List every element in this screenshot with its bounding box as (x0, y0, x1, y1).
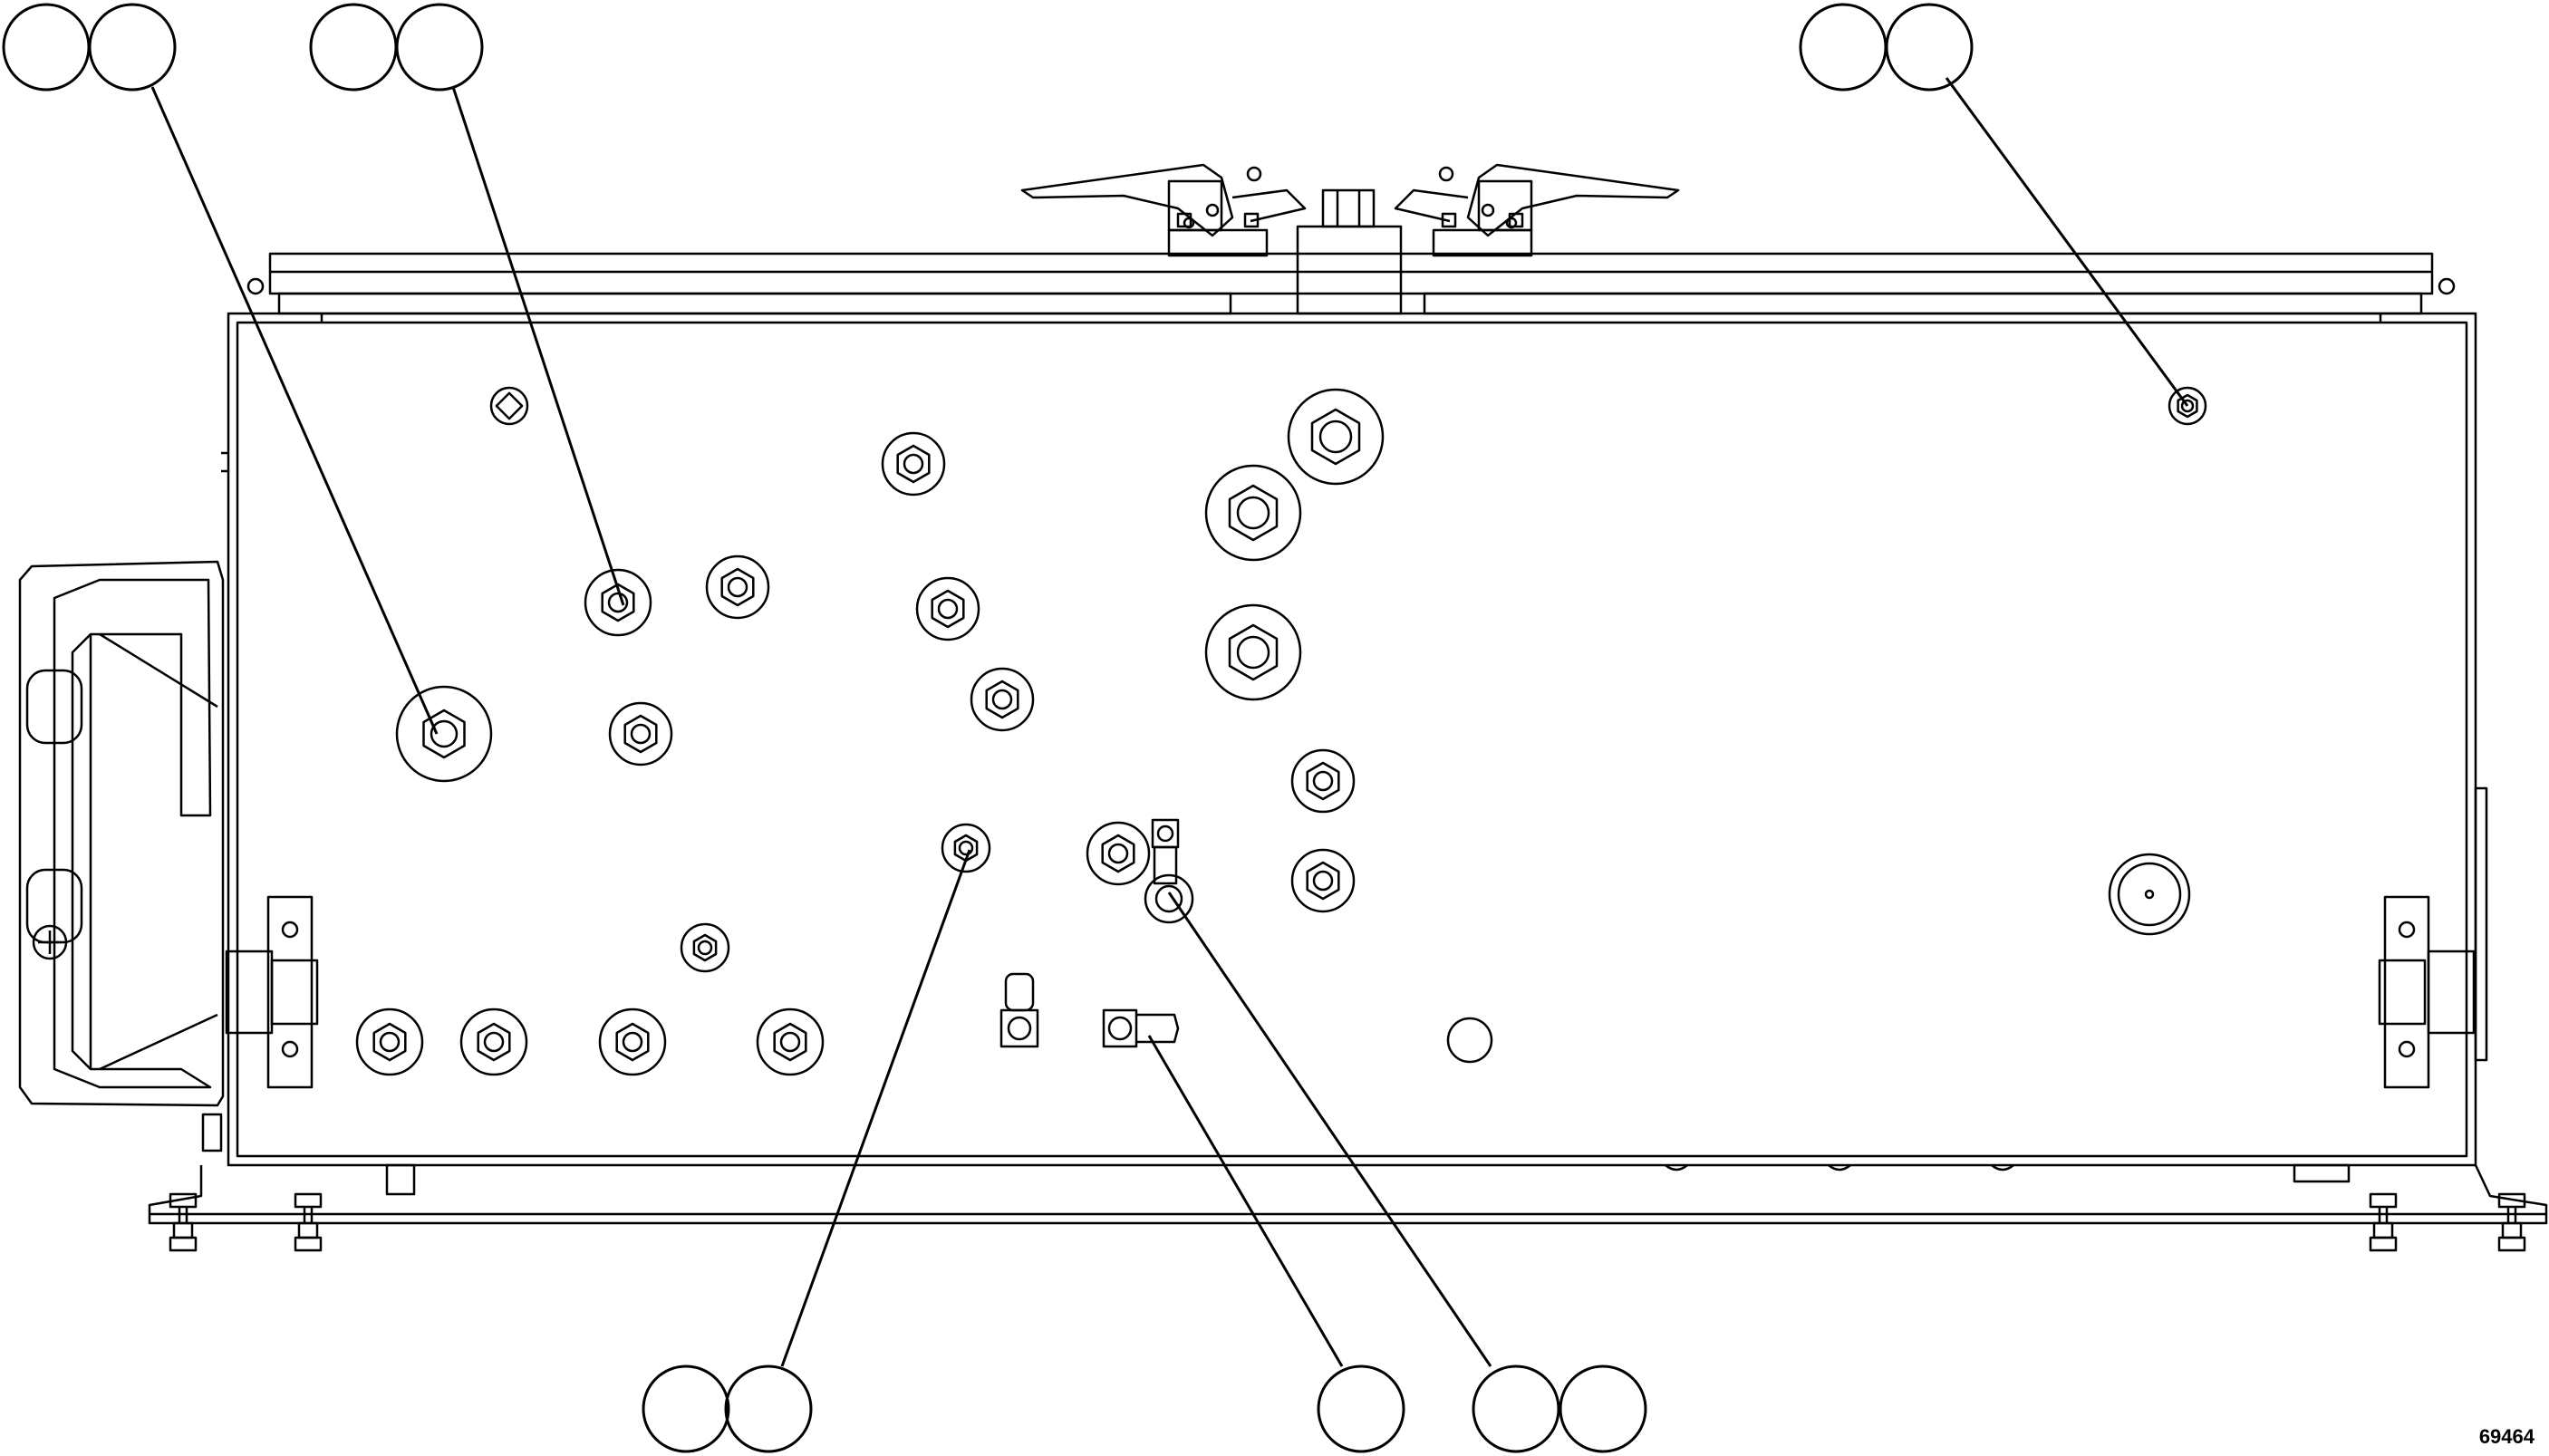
callout-top-right (1799, 3, 1974, 92)
callout-bubble (642, 1364, 730, 1453)
stud-nut (881, 431, 946, 497)
callout-bottom-center (1317, 1364, 1405, 1453)
callout-bubble (724, 1364, 813, 1453)
leader-line-top-left (150, 86, 439, 735)
stud-nut (1204, 464, 1302, 562)
callout-bubble (309, 3, 398, 92)
bracket-left (225, 895, 319, 1089)
callout-bubble (1799, 3, 1888, 92)
callout-bubble (2, 3, 91, 92)
stud-nut (970, 667, 1035, 732)
leader-line-bottom-center (1147, 1035, 1344, 1367)
square-fitting (489, 386, 529, 426)
stud-nut (584, 568, 652, 637)
callout-bubble (1317, 1364, 1405, 1453)
top-center-terminal (1321, 188, 1376, 228)
callout-top-left (2, 3, 177, 92)
stud-nut (2168, 386, 2207, 426)
stud-nut (598, 1008, 667, 1076)
stud-nut (459, 1008, 528, 1076)
stud-nut (355, 1008, 424, 1076)
callout-bubble (1472, 1364, 1560, 1453)
stud-nut (1290, 848, 1356, 913)
stud-nut (1086, 821, 1151, 886)
stud-nut (608, 701, 673, 767)
base-bolts (169, 1192, 2526, 1252)
panel-housing (148, 225, 2548, 1225)
stud-nut (1204, 603, 1302, 701)
elbow-fitting (999, 972, 1039, 1048)
callout-bottom-left (642, 1364, 813, 1453)
leader-line-top-center-left (451, 86, 625, 606)
side-handle (18, 560, 225, 1152)
callout-top-center-left (309, 3, 484, 92)
stud-nut (1287, 388, 1385, 486)
leader-lines (150, 77, 2189, 1367)
callout-bubble (1559, 1364, 1647, 1453)
top-clamp-right (1394, 163, 1680, 257)
stud-nut (705, 554, 770, 620)
top-clamp-left (1020, 163, 1307, 257)
leader-line-bottom-left (780, 849, 971, 1367)
bracket-right (2378, 895, 2476, 1089)
stud-nut (756, 1008, 825, 1076)
callout-bottom-right (1472, 1364, 1647, 1453)
ground-terminal (1144, 818, 1194, 924)
leader-line-bottom-right (1167, 892, 1492, 1367)
plug-hole (1446, 1017, 1493, 1064)
stud-nut (680, 922, 730, 973)
stud-nut (395, 685, 493, 783)
connector-receptacle (2108, 853, 2191, 936)
stud-nut (915, 576, 980, 641)
callout-bubble (1885, 3, 1974, 92)
leader-line-top-right (1945, 77, 2189, 407)
figure-number: 69464 (2478, 1425, 2535, 1448)
callout-bubble (88, 3, 177, 92)
angled-fitting (1102, 1008, 1180, 1048)
stud-nut (1290, 748, 1356, 814)
stud-group (355, 386, 2207, 1076)
callout-bubble (395, 3, 484, 92)
stud-nut (941, 823, 991, 873)
